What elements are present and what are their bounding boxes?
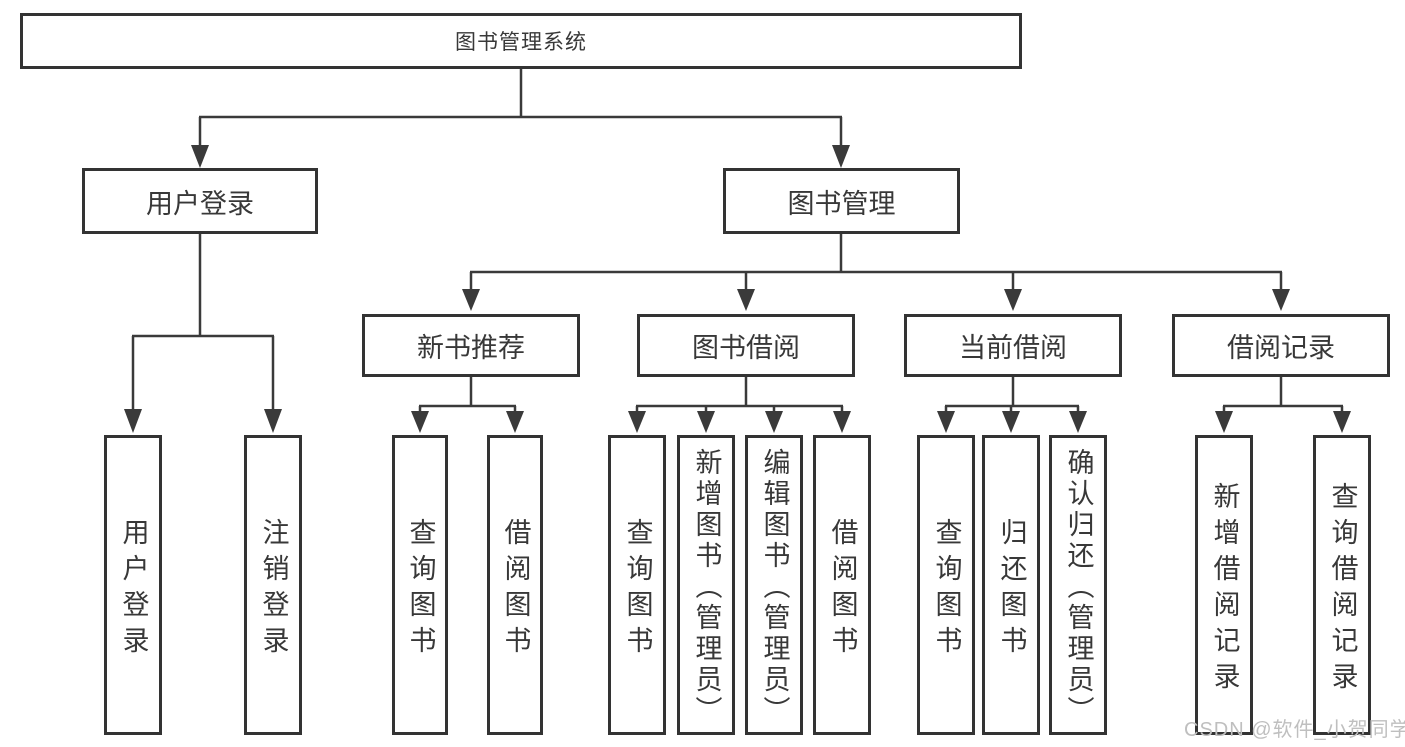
leaf-user-login: 用户登录: [104, 435, 162, 735]
leaf-label: 归还图书: [996, 517, 1027, 662]
watermark: CSDN @软件_小贺同学: [1184, 719, 1405, 741]
leaf-label: 用户登录: [118, 517, 149, 662]
leaf-borrow-edit-books-admin: 编辑图书（管理员）: [745, 435, 803, 735]
leaf-current-return-books: 归还图书: [982, 435, 1040, 735]
leaf-current-query-books: 查询图书: [917, 435, 975, 735]
node-label: 借阅记录: [1227, 333, 1335, 363]
node-user-login: 用户登录: [82, 168, 318, 234]
node-book-borrowing: 图书借阅: [637, 314, 855, 377]
leaf-label: 查询借阅记录: [1327, 481, 1358, 698]
node-library-system: 图书管理系统: [20, 13, 1022, 69]
leaf-label: 查询图书: [405, 517, 436, 662]
node-label: 图书管理系统: [455, 31, 587, 54]
node-label: 当前借阅: [959, 333, 1067, 363]
node-label: 图书管理: [787, 188, 896, 219]
leaf-label: 注销登录: [258, 517, 289, 662]
node-borrowing-records: 借阅记录: [1172, 314, 1390, 377]
leaf-label: 借阅图书: [500, 517, 531, 662]
leaf-label: 新增借阅记录: [1209, 481, 1240, 698]
leaf-recommend-query-books: 查询图书: [392, 435, 448, 735]
leaf-label: 查询图书: [931, 517, 962, 662]
leaf-recommend-borrow-books: 借阅图书: [487, 435, 543, 735]
leaf-records-query-borrow-record: 查询借阅记录: [1313, 435, 1371, 735]
leaf-logout: 注销登录: [244, 435, 302, 735]
node-label: 图书借阅: [692, 333, 800, 363]
leaf-label: 编辑图书（管理员）: [759, 447, 790, 727]
node-new-book-recommendation: 新书推荐: [362, 314, 580, 377]
leaf-label: 新增图书（管理员）: [691, 447, 722, 727]
node-label: 新书推荐: [417, 333, 525, 363]
leaf-records-add-borrow-record: 新增借阅记录: [1195, 435, 1253, 735]
leaf-current-confirm-return-admin: 确认归还（管理员）: [1049, 435, 1107, 735]
leaf-label: 借阅图书: [827, 517, 858, 662]
leaf-borrow-borrow-books: 借阅图书: [813, 435, 871, 735]
leaf-label: 确认归还（管理员）: [1063, 447, 1094, 727]
node-label: 用户登录: [146, 188, 254, 219]
leaf-borrow-add-books-admin: 新增图书（管理员）: [677, 435, 735, 735]
node-current-borrowing: 当前借阅: [904, 314, 1122, 377]
leaf-borrow-query-books: 查询图书: [608, 435, 666, 735]
leaf-label: 查询图书: [622, 517, 653, 662]
node-book-management: 图书管理: [723, 168, 960, 234]
